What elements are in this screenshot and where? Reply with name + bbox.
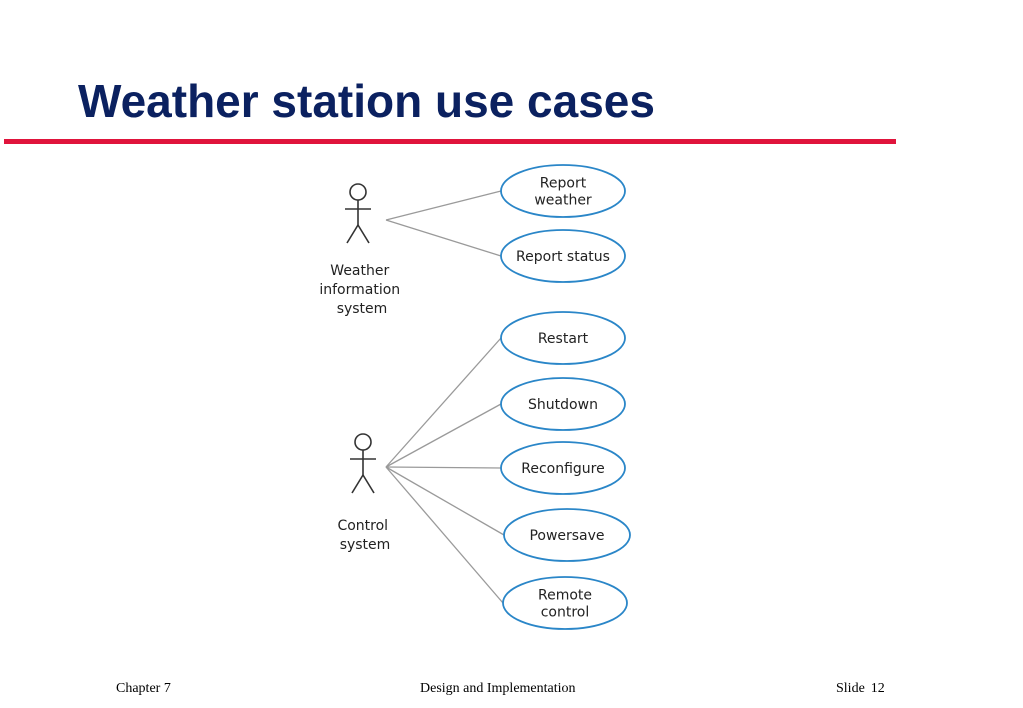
use-case-ellipse (500, 377, 626, 431)
use-case-label-line: weather (534, 193, 592, 209)
actor-right-leg (357, 224, 370, 244)
use-case-label-line: Restart (538, 331, 589, 347)
actor-left-leg (346, 224, 359, 244)
actor-label-line: system (340, 537, 391, 553)
actor-label-line: system (337, 301, 388, 317)
association-line-report-weather (385, 190, 502, 221)
use-case-ellipse (502, 576, 628, 630)
use-case-label-line: Reconfigure (521, 461, 605, 477)
association-line-restart (385, 337, 502, 468)
association-line-powersave (385, 466, 505, 536)
use-case-shutdown: Shutdown (500, 377, 626, 431)
title-divider (4, 139, 896, 144)
footer-slide: Slide 12 (836, 681, 885, 697)
use-case-powersave: Powersave (503, 508, 631, 562)
slide-title: Weather station use cases (78, 75, 655, 127)
actor-left-leg (351, 474, 364, 494)
actor-right-leg (362, 474, 375, 494)
actor-label-line: information (319, 282, 400, 298)
association-line-reconfigure (385, 466, 502, 469)
association-lines (385, 190, 505, 604)
association-line-remote-control (385, 466, 504, 604)
footer-slide-label: Slide (836, 681, 865, 696)
use-case-label-line: Powersave (529, 528, 604, 544)
use-case-reconfigure: Reconfigure (500, 441, 626, 495)
use-case-label: Restart (538, 331, 589, 347)
footer-slide-number: 12 (870, 681, 885, 696)
use-case-ellipse (500, 441, 626, 495)
use-case-label: Powersave (529, 528, 604, 544)
actor-weather-information-system (345, 183, 371, 244)
use-case-ellipse (500, 164, 626, 218)
association-line-shutdown (385, 403, 502, 468)
actor-label-line: Control (337, 518, 388, 534)
use-case-label-line: Shutdown (528, 397, 598, 413)
use-case-label-line: Remote (538, 588, 592, 604)
use-case-label-line: Report status (516, 249, 610, 265)
use-case-ellipse (503, 508, 631, 562)
actor-label-weather: Weather information system (319, 263, 404, 317)
actor-control-system (350, 433, 376, 494)
use-case-label: Report status (516, 249, 610, 265)
use-case-ellipse (500, 311, 626, 365)
actor-head (354, 433, 372, 451)
footer-chapter: Chapter 7 (116, 681, 171, 696)
use-case-report-status: Report status (500, 229, 626, 283)
use-case-label: Shutdown (528, 397, 598, 413)
use-case-label: Reconfigure (521, 461, 605, 477)
actor-label-line: Weather (330, 263, 389, 279)
use-case-ellipse (500, 229, 626, 283)
use-case-label-line: control (541, 605, 590, 621)
actor-label-control: Control system (337, 518, 392, 553)
actor-head (349, 183, 367, 201)
use-case-restart: Restart (500, 311, 626, 365)
use-case-label-line: Report (540, 176, 587, 192)
footer-topic: Design and Implementation (420, 681, 576, 696)
association-line-report-status (385, 219, 502, 257)
